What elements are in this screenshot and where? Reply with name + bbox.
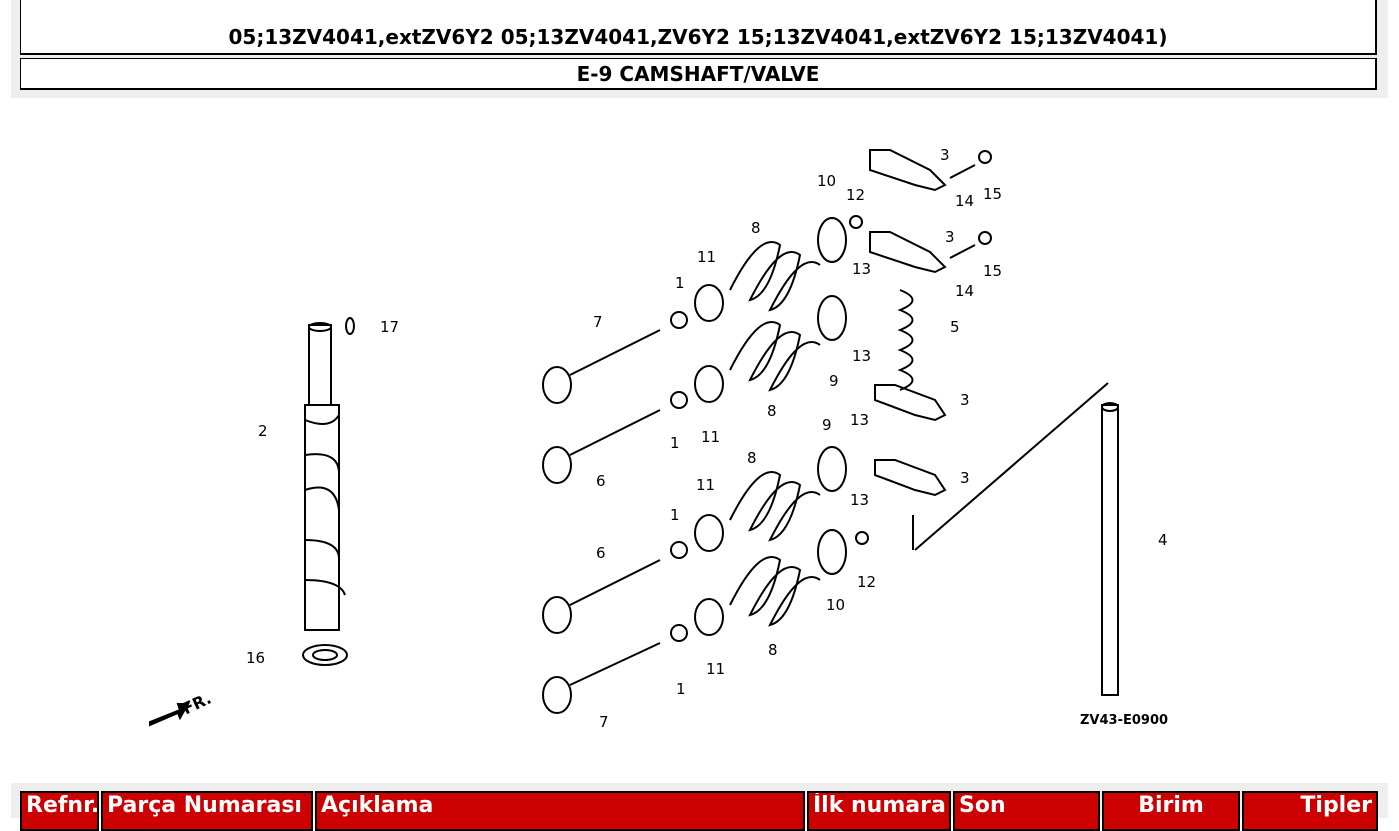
col-header-refnr[interactable]: Refnr. [20,791,99,831]
svg-text:5: 5 [950,318,960,336]
col-header-last[interactable]: Son [953,791,1100,831]
seal-part [670,284,724,642]
rocker-arm-part [869,149,947,497]
svg-text:7: 7 [593,313,603,331]
svg-text:9: 9 [822,416,832,434]
svg-text:11: 11 [701,428,720,446]
col-header-description[interactable]: Açıklama [315,791,805,831]
retainer-part [817,215,869,575]
svg-text:9: 9 [829,372,839,390]
svg-text:1: 1 [676,680,686,698]
svg-text:11: 11 [697,248,716,266]
svg-text:8: 8 [768,641,778,659]
svg-text:11: 11 [706,660,725,678]
svg-text:16: 16 [246,649,265,667]
svg-text:13: 13 [850,491,869,509]
svg-text:7: 7 [599,713,609,731]
svg-text:12: 12 [846,186,865,204]
pin-17-part [345,317,355,335]
svg-text:3: 3 [960,391,970,409]
camshaft-part [304,322,346,631]
svg-text:13: 13 [850,411,869,429]
diagram-code: ZV43-E0900 [1080,713,1168,728]
svg-text:14: 14 [955,192,974,210]
svg-text:8: 8 [747,449,757,467]
svg-text:15: 15 [983,262,1002,280]
washer-16-part [302,644,348,666]
svg-text:8: 8 [751,219,761,237]
adjust-screw-part [949,150,992,259]
col-header-part-number[interactable]: Parça Numarası [101,791,313,831]
valve-part [542,329,661,714]
front-label: FR. [179,689,214,719]
svg-text:13: 13 [852,347,871,365]
col-header-first-number[interactable]: İlk numara [807,791,951,831]
svg-text:6: 6 [596,472,606,490]
col-header-unit[interactable]: Birim [1102,791,1240,831]
svg-text:10: 10 [826,596,845,614]
col-header-types[interactable]: Tipler [1242,791,1378,831]
svg-text:3: 3 [940,146,950,164]
valve-spring-part [729,241,821,627]
section-title: E-9 CAMSHAFT/VALVE [20,58,1377,90]
svg-text:15: 15 [983,185,1002,203]
svg-text:10: 10 [817,172,836,190]
svg-text:1: 1 [675,274,685,292]
svg-text:17: 17 [380,318,399,336]
svg-text:11: 11 [696,476,715,494]
svg-text:1: 1 [670,506,680,524]
svg-text:14: 14 [955,282,974,300]
svg-text:1: 1 [670,434,680,452]
svg-text:6: 6 [596,544,606,562]
svg-text:8: 8 [767,402,777,420]
front-arrow-icon [149,703,190,727]
pushrod-part [912,382,1119,696]
svg-text:13: 13 [852,260,871,278]
svg-text:3: 3 [960,469,970,487]
svg-text:2: 2 [258,422,268,440]
spring-5-part [897,289,914,391]
svg-text:3: 3 [945,228,955,246]
svg-text:12: 12 [857,573,876,591]
svg-text:4: 4 [1158,531,1168,549]
models-line: 05;13ZV4041,extZV6Y2 05;13ZV4041,ZV6Y2 1… [20,0,1377,55]
